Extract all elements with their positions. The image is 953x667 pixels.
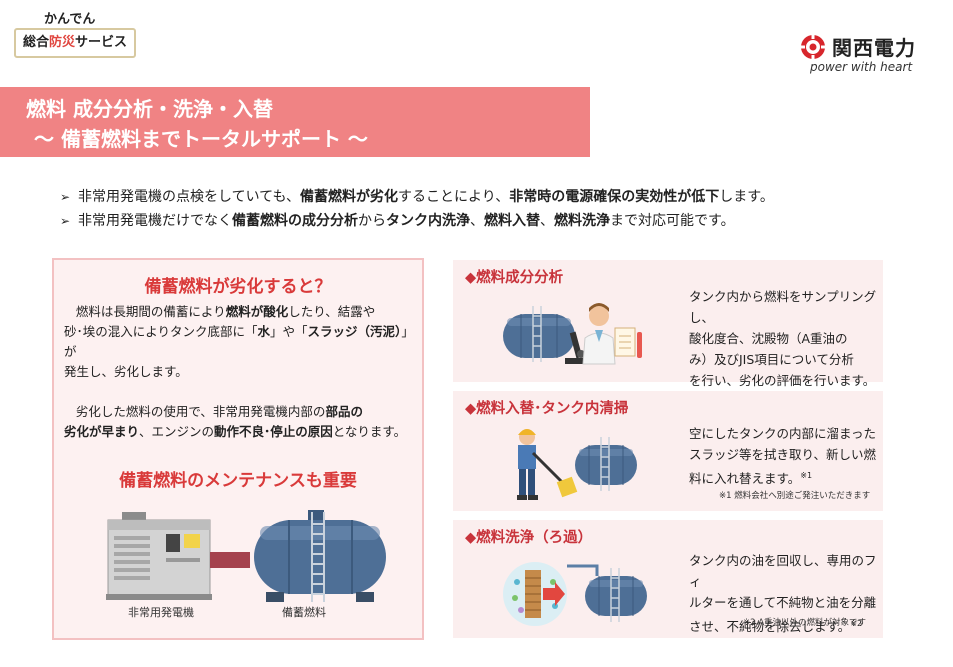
bullet-1: ➢ 非常用発電機の点検をしていても、備蓄燃料が劣化することにより、非常時の電源確保… — [60, 186, 774, 206]
tank-icon — [575, 437, 637, 491]
bullet-text: します。 — [719, 189, 774, 205]
degradation-panel: 備蓄燃料が劣化すると？ 燃料は長期間の備蓄により燃料が酸化したり、結露や 砂･埃… — [52, 258, 424, 640]
text: 燃料は長期間の備蓄により — [75, 304, 226, 319]
card-fuel-analysis: ◆燃料成分分析 — [453, 260, 883, 388]
text: 劣化した燃料の使用で、非常用発電機内部の — [75, 404, 326, 419]
card-desc-replacement: 空にしたタンクの内部に溜まった スラッジ等を拭き取り、新しい燃 料に入れ替えます… — [689, 423, 876, 489]
text: したり、結露や — [288, 304, 376, 319]
bullet-bold: 燃料洗浄 — [554, 213, 610, 229]
desc-text: させ、不純物を除去します。 — [689, 619, 851, 635]
kepco-logo: 関西電力 power with heart — [800, 32, 940, 82]
tank-icon — [503, 306, 575, 362]
p1-line-3: が — [64, 344, 77, 359]
desc-line: 料に入れ替えます。※1 — [689, 465, 876, 489]
card-title-analysis: ◆燃料成分分析 — [465, 270, 564, 286]
card-desc-filtering: タンク内の油を回収し、専用のフィ ルターを通して不純物と油を分離 させ、不純物を… — [689, 550, 883, 637]
clipboard-icon — [614, 327, 642, 358]
logo-text-2: 防災 — [48, 35, 75, 50]
worker-icon — [517, 429, 578, 500]
arrow-icon: ➢ — [60, 214, 71, 228]
kepco-mark-icon — [800, 34, 826, 60]
card-desc-analysis: タンク内から燃料をサンプリングし、 酸化度合、沈殿物（A重油の み）及びJIS項… — [689, 286, 883, 391]
logo-text-3: サービス — [75, 35, 128, 50]
card-note-filtering: ※2 A重油以外の燃料が対象です — [743, 618, 867, 628]
bullet-text: 非常用発電機の点検をしていても、 — [78, 189, 301, 205]
bullet-text: することにより、 — [398, 189, 510, 205]
bold-text: 部品の — [325, 404, 363, 419]
footnote-mark: ※2 — [850, 619, 863, 628]
cleaning-illustration — [517, 429, 637, 500]
desc-line: み）及びJIS項目について分析 — [689, 352, 854, 367]
tank-icon — [254, 510, 386, 602]
bullet-text: 非常用発電機だけでなく — [78, 213, 232, 229]
bullet-text: 、 — [470, 213, 484, 229]
kepco-slogan: power with heart — [810, 60, 913, 74]
desc-line: を行い、劣化の評価を行います。 — [689, 373, 876, 388]
desc-line: タンク内の油を回収し、専用のフィ — [689, 553, 877, 589]
bullet-2: ➢非常用発電機だけでなく備蓄燃料の成分分析からタンク内洗浄、燃料入替、燃料洗浄ま… — [60, 210, 735, 230]
filter-icon — [503, 562, 567, 626]
panel-heading-maintenance: 備蓄燃料のメンテナンスも重要 — [119, 471, 357, 491]
title-banner: 燃料 成分分析・洗浄・入替 ～ 備蓄燃料までトータルサポート ～ — [0, 87, 590, 157]
banner-subtitle: ～ 備蓄燃料までトータルサポート ～ — [34, 127, 368, 151]
bold-text: スラッジ（汚泥） — [307, 324, 402, 339]
p1-line-1: 燃料は長期間の備蓄により燃料が酸化したり、結露や — [64, 302, 416, 322]
panel-paragraph-1: 燃料は長期間の備蓄により燃料が酸化したり、結露や 砂･埃の混入によりタンク底部に… — [64, 302, 416, 382]
bold-text: 水 — [257, 324, 271, 339]
arrow-icon: ➢ — [60, 190, 71, 204]
kepco-name: 関西電力 — [832, 36, 916, 60]
bullet-text: から — [358, 213, 386, 229]
bold-text: 燃料が酸化 — [225, 304, 289, 319]
p1-line-4: 発生し、劣化します。 — [64, 364, 188, 379]
desc-line: スラッジ等を拭き取り、新しい燃 — [689, 447, 877, 462]
card-fuel-replacement: ◆燃料入替･タンク内清掃 空にしたタンクの内部に溜まった スラ — [453, 391, 883, 511]
bullet-bold: タンク内洗浄 — [386, 213, 470, 229]
desc-line: 空にしたタンクの内部に溜まった — [689, 426, 877, 441]
footnote-mark: ※1 — [800, 471, 813, 480]
caption-generator: 非常用発電機 — [128, 606, 194, 619]
p2-line-2: 劣化が早まり、エンジンの動作不良･停止の原因となります。 — [64, 422, 416, 442]
analysis-illustration — [503, 303, 642, 365]
bullet-bold: 非常時の電源確保の実効性が低下 — [509, 189, 720, 205]
generator-tank-illustration — [106, 510, 386, 602]
p2-line-1: 劣化した燃料の使用で、非常用発電機内部の部品の — [64, 402, 416, 422]
text: 砂･埃の混入によりタンク底部に「 — [64, 324, 258, 339]
text: 」 — [401, 324, 414, 339]
kanden-logo: かんでん 総合防災サービス — [14, 8, 136, 58]
card-title-replacement: ◆燃料入替･タンク内清掃 — [465, 401, 629, 417]
logo-box: 総合防災サービス — [14, 28, 136, 58]
text: 」や「 — [270, 324, 308, 339]
desc-line: ルターを通して不純物と油を分離 — [689, 595, 877, 610]
text: となります。 — [332, 424, 407, 439]
bullet-bold: 燃料入替 — [484, 213, 540, 229]
microscope-icon — [565, 331, 587, 364]
panel-heading-degradation: 備蓄燃料が劣化すると？ — [144, 277, 332, 297]
caption-tank: 備蓄燃料 — [282, 606, 326, 619]
pipe-shape — [567, 564, 599, 576]
pipe-shape — [210, 552, 250, 568]
bullet-text: まで対応可能です。 — [610, 213, 735, 229]
desc-line: 酸化度合、沈殿物（A重油の — [689, 331, 848, 346]
desc-text: 料に入れ替えます。 — [689, 471, 801, 487]
desc-line: させ、不純物を除去します。※2 — [689, 613, 883, 637]
p1-line-2: 砂･埃の混入によりタンク底部に「水」や「スラッジ（汚泥）」 — [64, 322, 416, 342]
filtering-illustration — [503, 562, 647, 626]
panel-paragraph-2: 劣化した燃料の使用で、非常用発電機内部の部品の 劣化が早まり、エンジンの動作不良… — [64, 402, 416, 442]
card-note-replacement: ※1 燃料会社へ別途ご発注いただきます — [719, 491, 871, 501]
bullet-bold: 備蓄燃料が劣化 — [300, 189, 399, 205]
scientist-icon — [582, 303, 616, 365]
bullet-bold: 備蓄燃料の成分分析 — [232, 213, 358, 229]
banner-title: 燃料 成分分析・洗浄・入替 — [26, 97, 273, 121]
card-fuel-filtering: ◆燃料洗浄（ろ過） — [453, 520, 883, 638]
logo-top-text: かんでん — [44, 12, 96, 27]
card-title-filtering: ◆燃料洗浄（ろ過） — [465, 530, 593, 546]
tank-icon — [585, 568, 647, 622]
generator-icon — [106, 512, 212, 600]
bold-text: 劣化が早まり — [64, 424, 140, 439]
desc-line: タンク内から燃料をサンプリングし、 — [689, 289, 877, 325]
bold-text: 動作不良･停止の原因 — [214, 424, 333, 439]
logo-text-1: 総合 — [22, 35, 49, 50]
text: 、エンジンの — [139, 424, 215, 439]
bullet-text: 、 — [540, 213, 554, 229]
